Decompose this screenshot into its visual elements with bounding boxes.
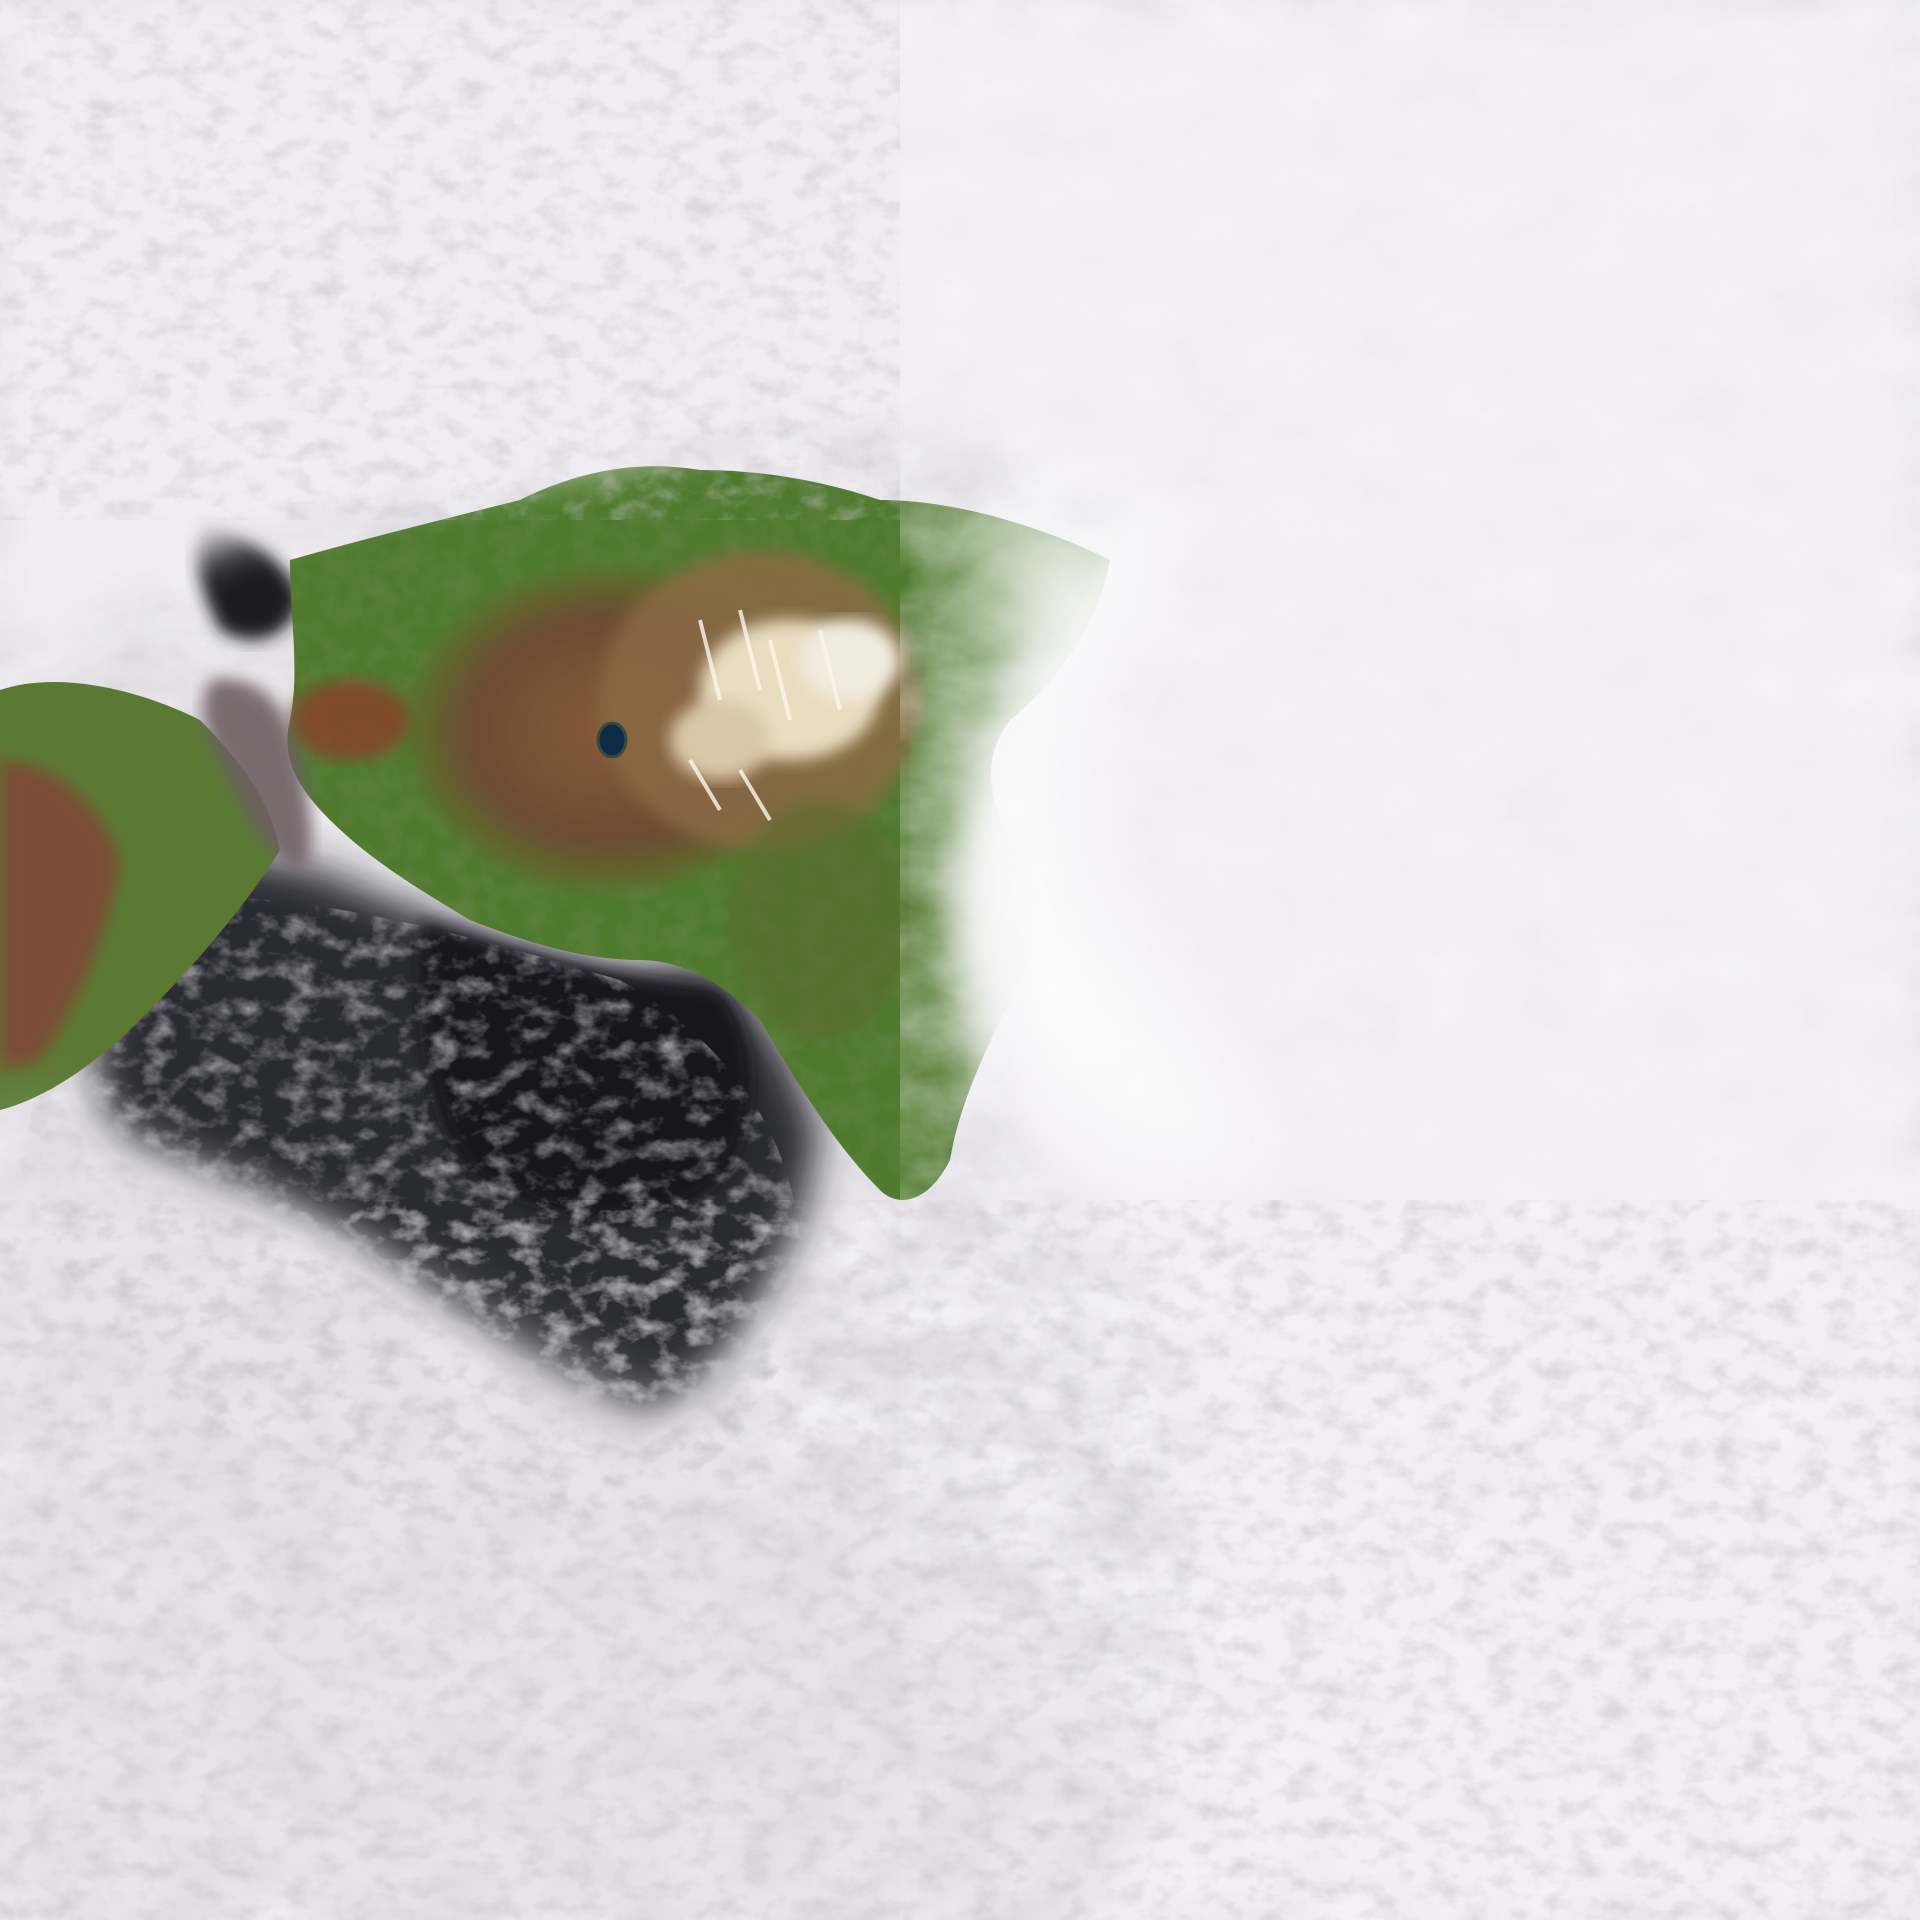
summit-snow xyxy=(670,609,900,822)
volcanic-island xyxy=(0,466,1111,1200)
crater-lake xyxy=(596,721,628,759)
